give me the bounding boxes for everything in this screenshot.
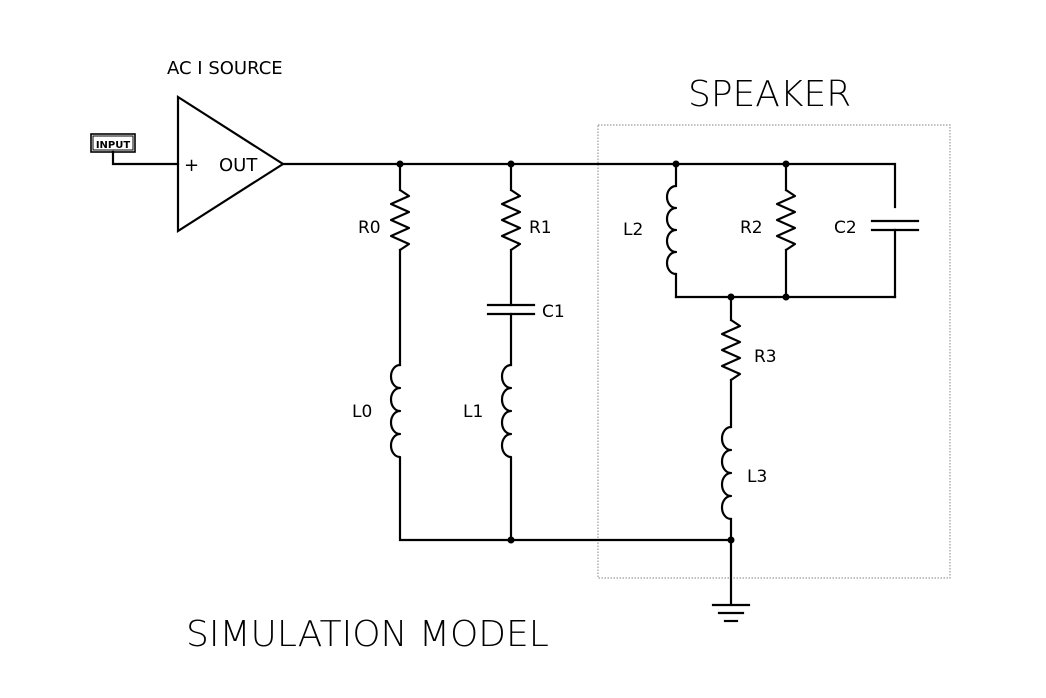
branch-r3-l3 — [720, 295, 742, 605]
capacitor-c1 — [486, 303, 536, 316]
top-rail — [281, 162, 897, 209]
speaker-boundary — [597, 124, 951, 579]
resistor-r0 — [389, 188, 411, 252]
capacitor-c2 — [870, 219, 920, 232]
label-r0: R0 — [358, 218, 381, 238]
junction-dots — [396, 160, 790, 544]
plus-sign: + — [184, 155, 199, 176]
label-l0: L0 — [352, 402, 372, 422]
speaker-title: SPEAKER — [688, 74, 851, 115]
label-c2: C2 — [834, 218, 857, 238]
label-l2: L2 — [623, 220, 643, 240]
label-r2: R2 — [740, 218, 763, 238]
label-r3: R3 — [754, 347, 777, 367]
branch-l2 — [665, 162, 678, 299]
source-title: AC I SOURCE — [167, 58, 283, 79]
inductor-l1 — [500, 363, 513, 459]
amplifier-symbol: + OUT — [176, 94, 286, 234]
bottom-rail — [398, 456, 733, 542]
resistor-r1 — [500, 188, 522, 252]
branch-r2 — [775, 162, 797, 299]
inductor-l2 — [665, 184, 678, 276]
label-l1: L1 — [463, 402, 483, 422]
out-label: OUT — [219, 155, 258, 176]
branch-r0-l0 — [389, 162, 411, 459]
label-c1: C1 — [542, 302, 565, 322]
model-title: SIMULATION MODEL — [186, 614, 549, 655]
input-tag: INPUT — [90, 133, 136, 153]
inductor-l0 — [389, 363, 402, 459]
input-wire — [111, 150, 180, 166]
branch-r1-c1-l1 — [486, 162, 536, 542]
label-r1: R1 — [529, 218, 552, 238]
label-l3: L3 — [747, 467, 767, 487]
resistor-r2 — [775, 188, 797, 252]
input-tag-label: INPUT — [96, 140, 131, 151]
resistor-r3 — [720, 318, 742, 382]
inductor-l3 — [720, 425, 733, 521]
ground-symbol — [711, 603, 751, 623]
